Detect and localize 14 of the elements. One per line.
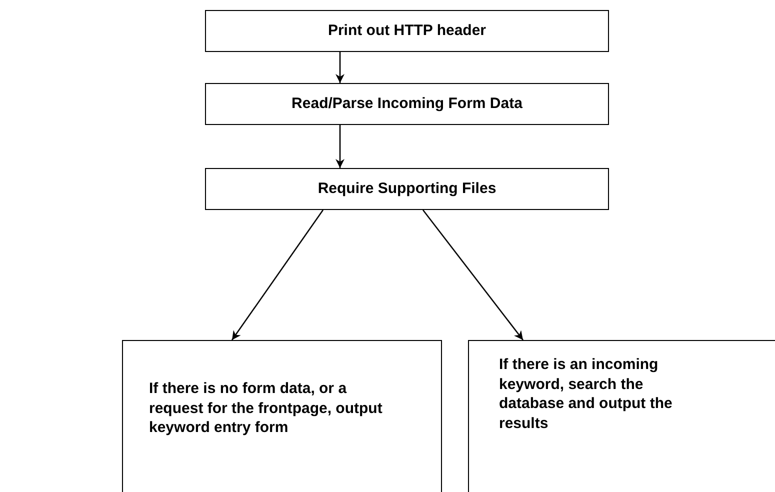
box-text: If there is an incoming keyword, search the database and output the results [499, 355, 674, 433]
box-text: Print out HTTP header [328, 21, 486, 41]
box-text: If there is no form data, or a request for the frontpage, output keyword entry form [149, 379, 384, 438]
arrow [231, 210, 324, 340]
process-box [205, 10, 609, 52]
process-box [468, 340, 775, 492]
box-text: Require Supporting Files [318, 179, 496, 199]
process-box [205, 83, 609, 125]
process-box [205, 168, 609, 210]
process-box [122, 340, 442, 492]
arrow [336, 52, 344, 83]
arrow [422, 210, 524, 340]
box-text: Read/Parse Incoming Form Data [292, 94, 522, 114]
arrow [336, 125, 344, 168]
